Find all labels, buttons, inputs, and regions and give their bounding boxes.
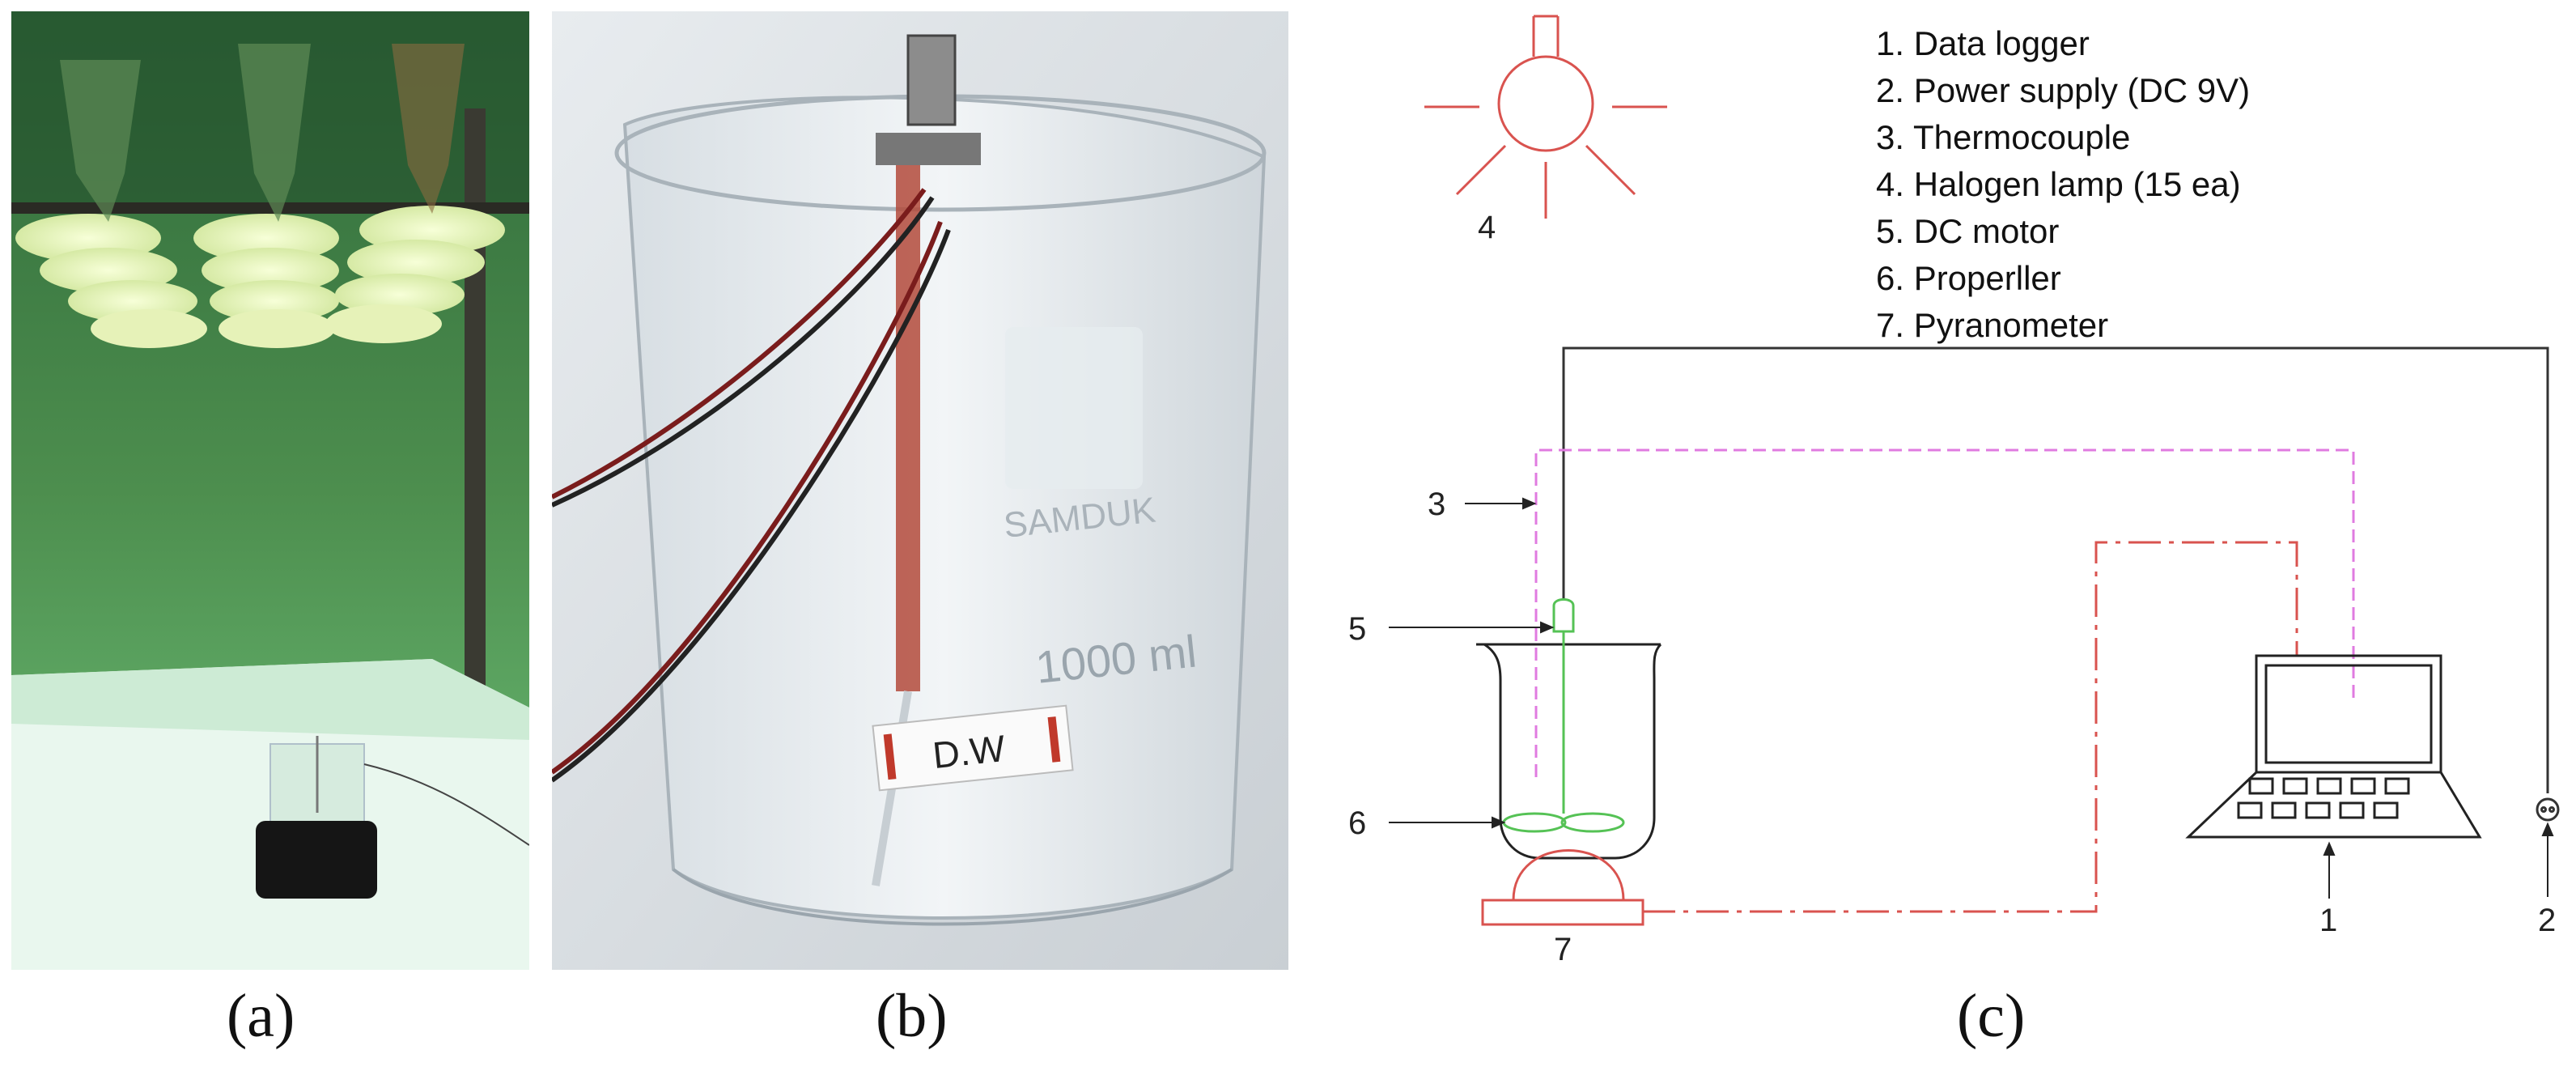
legend-item-6: 6. Properller bbox=[1876, 259, 2061, 297]
caption-b: (b) bbox=[876, 982, 948, 1050]
photo-b-beaker-closeup: 1000 ml SAMDUK D.W bbox=[552, 11, 1288, 970]
pyranometer-line bbox=[1643, 541, 2298, 913]
callout-arrows bbox=[1389, 497, 2554, 899]
schematic-diagram: 4 3 5 6 7 1 2 bbox=[1348, 15, 2560, 967]
callout-5: 5 bbox=[1348, 611, 1366, 647]
thermocouple-line bbox=[1534, 448, 2355, 777]
photo-a-illustration bbox=[11, 11, 529, 970]
propeller-symbol bbox=[1502, 812, 1625, 833]
pyranometer-symbol bbox=[1481, 849, 1644, 926]
data-logger-laptop bbox=[2185, 654, 2482, 839]
halogen-lamps bbox=[15, 44, 505, 348]
legend-item-4: 4. Halogen lamp (15 ea) bbox=[1876, 165, 2241, 203]
photo-a-lamp-setup bbox=[11, 11, 529, 970]
sample-label-text: D.W bbox=[931, 727, 1008, 776]
power-supply-symbol bbox=[2536, 797, 2560, 822]
dc-motor-symbol bbox=[1552, 598, 1575, 814]
wires bbox=[552, 188, 951, 783]
legend-item-2: 2. Power supply (DC 9V) bbox=[1876, 71, 2251, 109]
caption-a: (a) bbox=[227, 982, 295, 1050]
callout-1: 1 bbox=[2319, 903, 2337, 938]
legend-item-5: 5. DC motor bbox=[1876, 212, 2060, 250]
callout-6: 6 bbox=[1348, 805, 1366, 841]
callout-3: 3 bbox=[1428, 487, 1445, 522]
legend-item-1: 1. Data logger bbox=[1876, 24, 2090, 62]
legend-item-7: 7. Pyranometer bbox=[1876, 306, 2109, 344]
motor-and-probe bbox=[872, 34, 981, 886]
caption-c: (c) bbox=[1957, 982, 2026, 1050]
beaker-on-table bbox=[256, 736, 529, 899]
halogen-lamp-symbol bbox=[1424, 15, 1667, 219]
glass-beaker: 1000 ml SAMDUK bbox=[614, 94, 1267, 926]
callout-2: 2 bbox=[2538, 903, 2556, 938]
sample-label: D.W bbox=[872, 704, 1074, 792]
callout-7: 7 bbox=[1554, 932, 1572, 967]
photo-b-illustration: 1000 ml SAMDUK D.W bbox=[552, 11, 1288, 970]
callout-4: 4 bbox=[1478, 210, 1496, 245]
legend-item-3: 3. Thermocouple bbox=[1876, 118, 2131, 156]
beaker-symbol bbox=[1476, 643, 1662, 860]
motor-power-wire bbox=[1562, 346, 2549, 793]
